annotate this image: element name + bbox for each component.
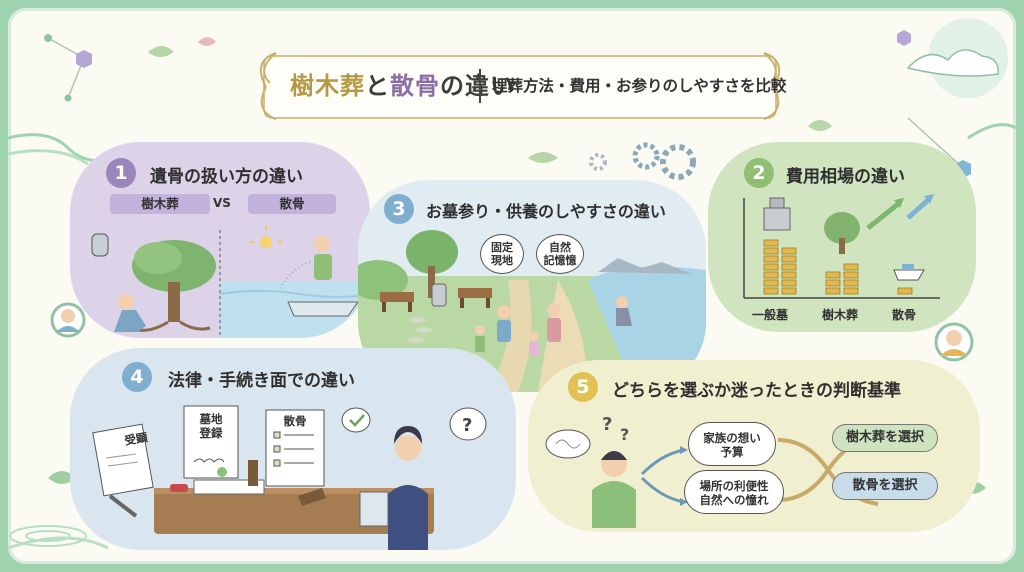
section-1-label-right: 散骨 [248, 194, 336, 214]
bubble-fixed-line1: 固定 [491, 241, 513, 254]
bubble-nature-line1: 自然 [549, 241, 571, 254]
factor-family-budget: 家族の想い 予算 [688, 422, 776, 466]
section-2-panel: 2 費用相場の違い 一般墓 樹木葬 散骨 [708, 142, 976, 332]
cost-label-general-grave: 一般墓 [752, 308, 789, 322]
section-1-panel: 1 遺骨の扱い方の違い 樹木葬 VS 散骨 [70, 142, 370, 338]
section-4-number: 4 [122, 362, 152, 392]
bubble-nature-memory: 自然 記憶憶 [536, 234, 584, 274]
section-5-number: 5 [568, 372, 598, 402]
main-frame: 樹木葬と散骨の違い 埋葬方法・費用・お参りのしやすさを比較 1 遺骨の扱い方の違… [8, 8, 1016, 564]
bubble-nature-line2: 記憶憶 [543, 254, 577, 267]
section-2-title: 費用相場の違い [786, 167, 905, 187]
section-1-vs: VS [213, 196, 231, 210]
choice-scattering[interactable]: 散骨を選択 [832, 472, 938, 500]
section-4-panel: 4 法律・手続き面での違い ? 受顕 [70, 348, 516, 550]
title-ornament [259, 52, 781, 120]
bubble-fixed-location: 固定 現地 [480, 234, 524, 274]
svg-text:?: ? [462, 415, 472, 436]
section-5-panel: 5 どちらを選ぶか迷ったときの判断基準 ? ? 家族の想い 予算 場所の利便性 … [528, 360, 980, 532]
title-divider [479, 69, 481, 103]
factor-location-line2: 自然への憧れ [699, 493, 769, 507]
cost-label-tree-burial: 樹木葬 [822, 308, 859, 322]
page-subtitle: 埋葬方法・費用・お参りのしやすさを比較 [492, 77, 787, 95]
visit-scene-illustration [358, 230, 706, 392]
section-2-number: 2 [744, 158, 774, 188]
svg-text:?: ? [620, 425, 629, 444]
background-decoration [8, 18, 1016, 550]
burial-vs-scatter-illustration [91, 226, 370, 338]
section-3-number: 3 [384, 194, 414, 224]
bubble-fixed-line2: 現地 [491, 254, 513, 267]
title-banner: 樹木葬と散骨の違い 埋葬方法・費用・お参りのしやすさを比較 [244, 42, 796, 130]
svg-text:?: ? [602, 414, 612, 435]
factor-location-line1: 場所の利便性 [699, 479, 769, 493]
doc-cemetery-line1: 墓地 [199, 412, 223, 426]
page-title: 樹木葬と散骨の違い [290, 72, 515, 100]
factor-family-line1: 家族の想い [703, 431, 761, 445]
choice-tree-burial[interactable]: 樹木葬を選択 [832, 424, 938, 452]
legal-procedure-illustration: ? [92, 405, 487, 550]
section-3-title: お墓参り・供養のしやすさの違い [426, 202, 666, 221]
factor-location-nature: 場所の利便性 自然への憧れ [684, 470, 784, 514]
factor-family-line2: 予算 [720, 445, 744, 459]
cost-label-scattering: 散骨 [892, 308, 917, 322]
section-1-label-left: 樹木葬 [110, 194, 210, 214]
section-4-title: 法律・手続き面での違い [168, 371, 355, 391]
doc-cemetery-registration-label: 墓地 登録 [184, 412, 238, 440]
doc-scattering-label: 散骨 [283, 414, 307, 428]
section-1-number: 1 [106, 158, 136, 188]
cost-comparison-chart [743, 194, 940, 299]
section-1-title: 遺骨の扱い方の違い [150, 167, 303, 187]
doc-cemetery-line2: 登録 [199, 426, 223, 440]
section-5-title: どちらを選ぶか迷ったときの判断基準 [612, 381, 901, 401]
